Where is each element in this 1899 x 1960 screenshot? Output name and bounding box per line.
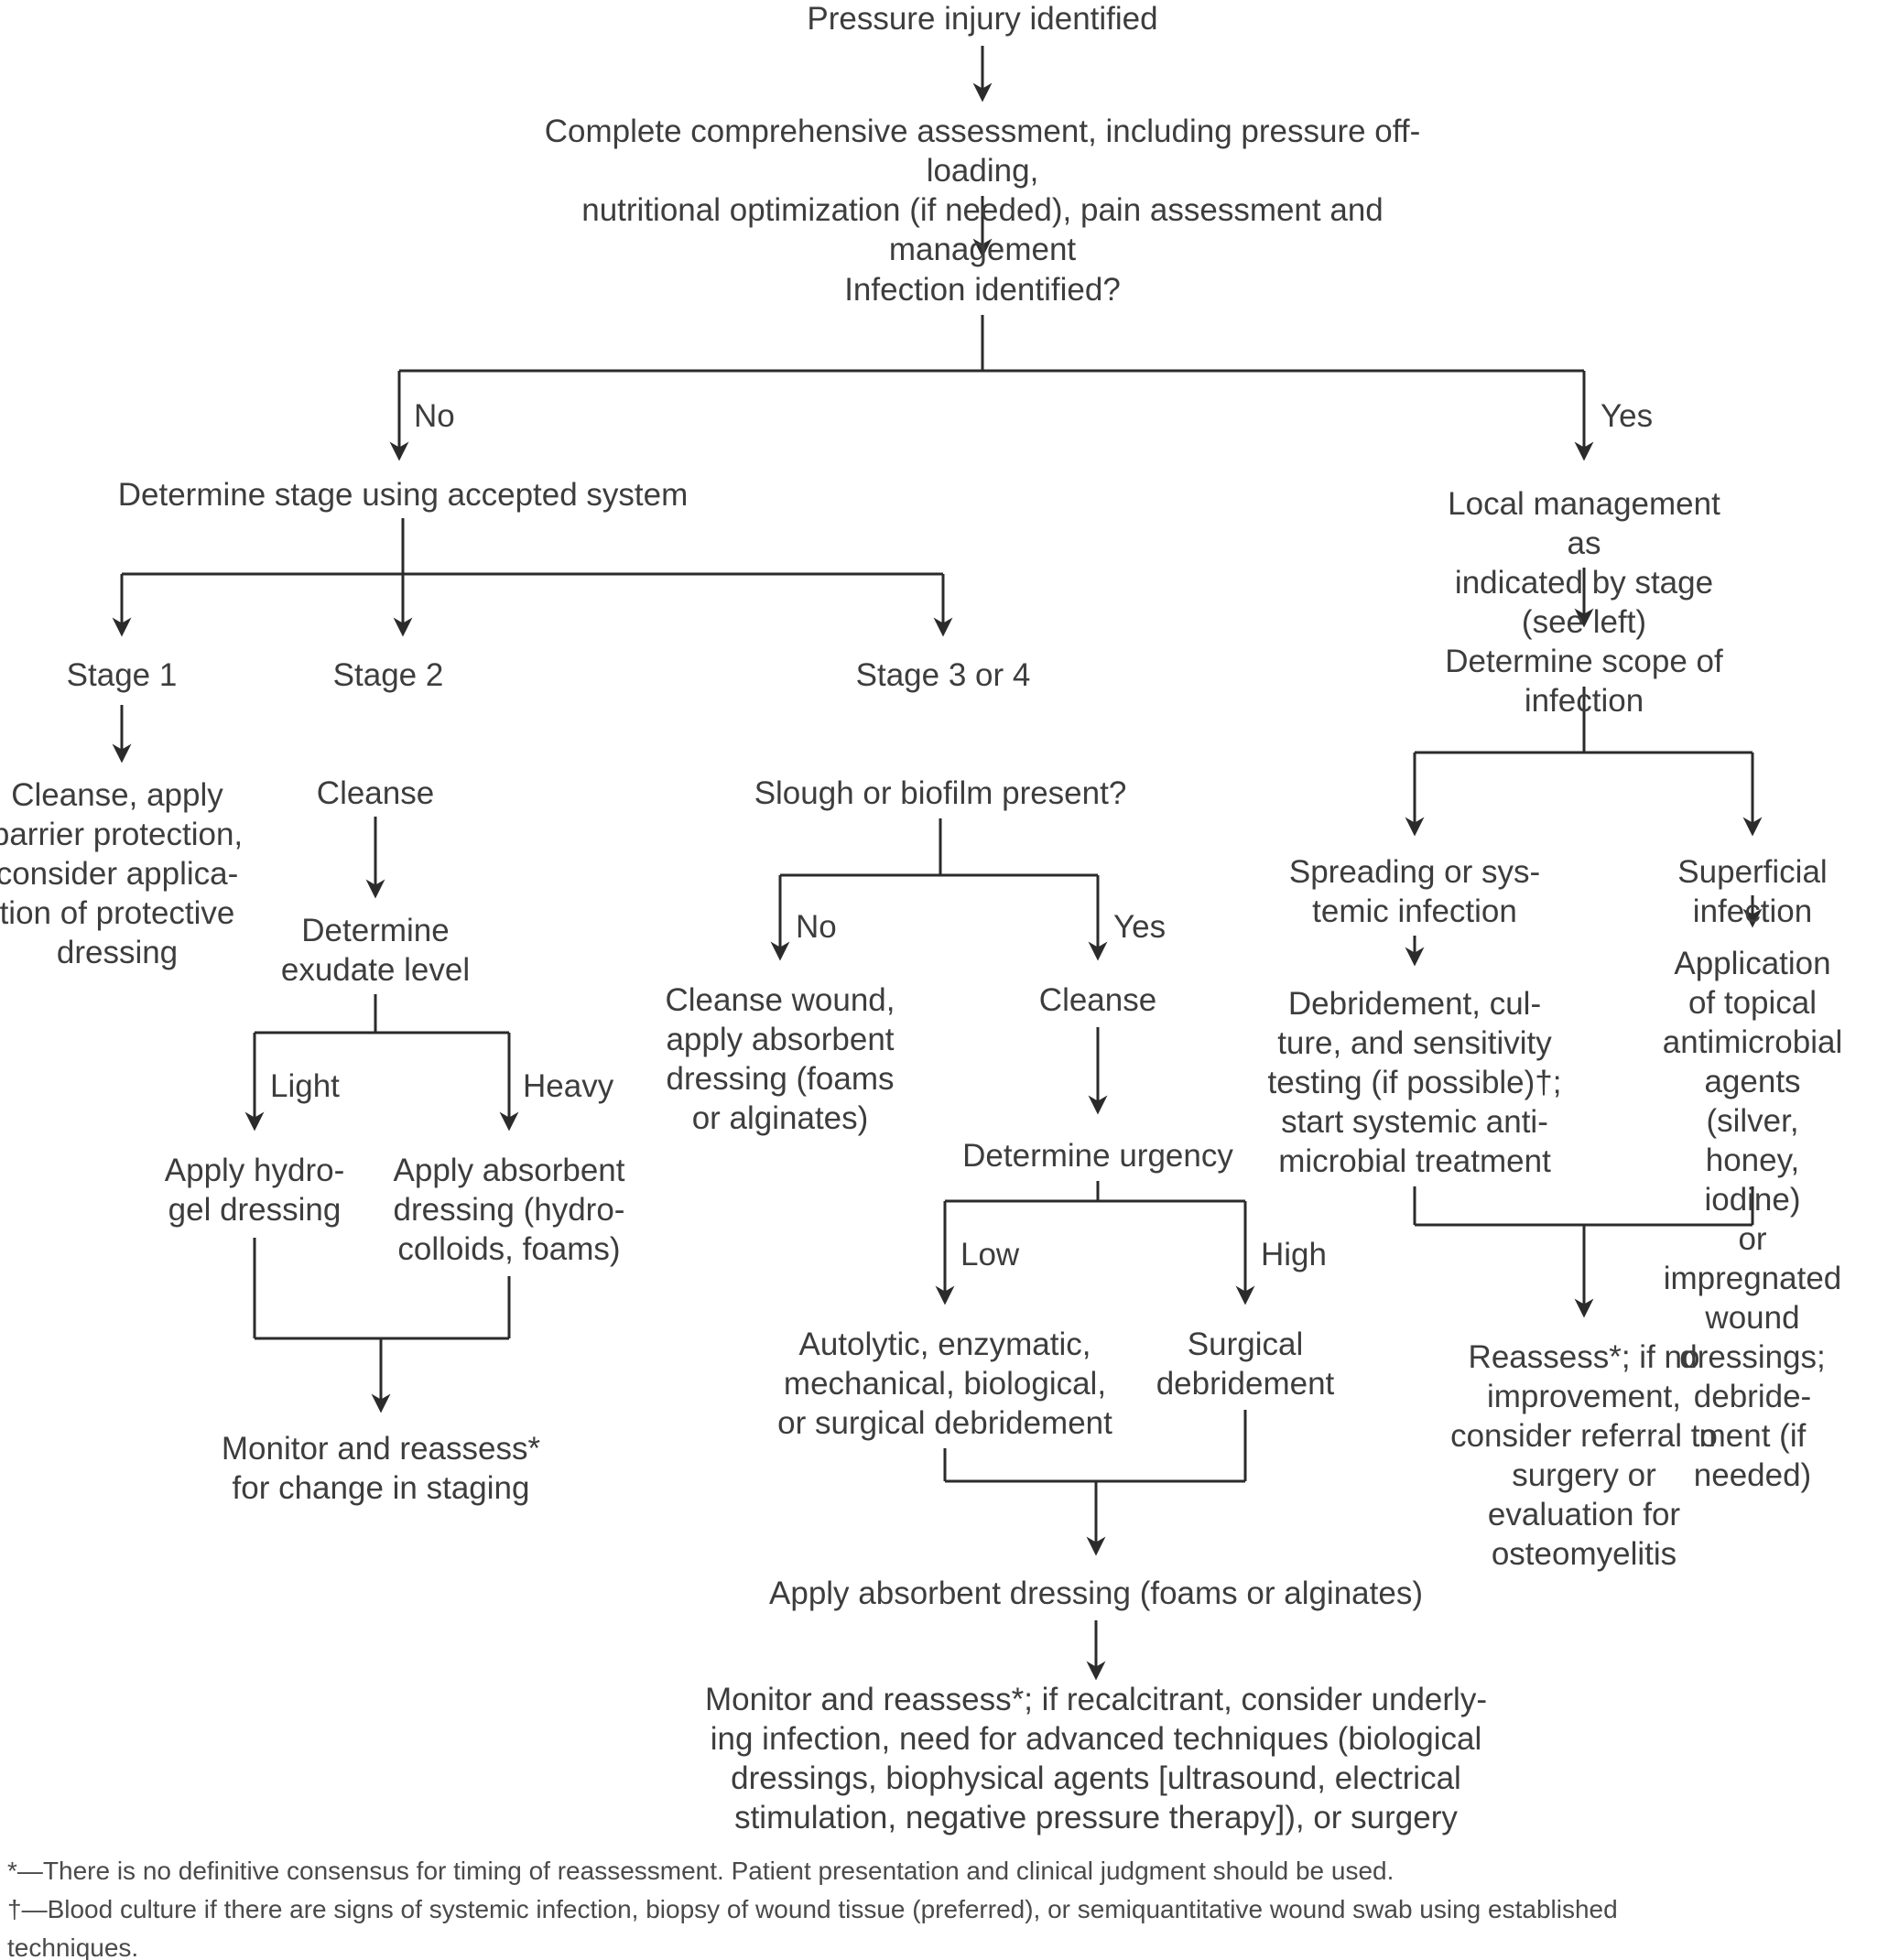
footnote-asterisk: *—There is no definitive consensus for t… [7,1857,1394,1885]
spreading-systemic-infection: Spreading or sys- temic infection [1288,853,1541,929]
reassess-osteomyelitis: Reassess*; if no improvement, consider r… [1450,1338,1718,1572]
label-low: Low [960,1236,1020,1272]
pressure-injury-identified: Pressure injury identified [807,0,1158,37]
label-high: High [1261,1236,1327,1272]
footnote-dagger: †—Blood culture if there are signs of sy… [7,1895,1618,1960]
infection-identified-question: Infection identified? [844,271,1121,308]
determine-exudate-level: Determine exudate level [280,912,471,988]
determine-scope-of-infection: Determine scope of infection [1445,643,1723,719]
apply-absorbent-foams: Apply absorbent dressing (foams or algin… [769,1575,1423,1611]
label-light: Light [270,1067,340,1104]
surgical-debridement: Surgical debridement [1156,1326,1335,1402]
slough-biofilm-question: Slough or biofilm present? [754,774,1127,811]
debridement-methods: Autolytic, enzymatic, mechanical, biolog… [777,1326,1112,1441]
label-heavy: Heavy [523,1067,614,1104]
apply-hydrogel-dressing: Apply hydro- gel dressing [164,1152,345,1228]
cleanse-wound-absorbent: Cleanse wound, apply absorbent dressing … [665,981,895,1136]
apply-absorbent-hydrocolloids: Apply absorbent dressing (hydro- colloid… [393,1152,625,1267]
determine-stage: Determine stage using accepted system [117,476,689,513]
superficial-infection: Superficial infection [1677,853,1828,929]
label-yes-infection: Yes [1601,397,1654,434]
label-no-slough: No [796,908,837,945]
label-no-infection: No [414,397,455,434]
local-management: Local management as indicated by stage (… [1448,485,1720,640]
debridement-culture-testing: Debridement, cul- ture, and sensitivity … [1267,985,1562,1179]
stage-2-label: Stage 2 [332,656,444,693]
stage-3-4-label: Stage 3 or 4 [855,656,1031,693]
stage-1-treatment: Cleanse, apply barrier protection, consi… [0,776,244,970]
monitor-reassess-staging: Monitor and reassess* for change in stag… [221,1430,541,1506]
stage-2-cleanse: Cleanse [316,774,435,811]
determine-urgency: Determine urgency [962,1137,1233,1174]
label-yes-slough: Yes [1113,908,1167,945]
comprehensive-assessment: Complete comprehensive assessment, inclu… [544,113,1421,267]
stage-1-label: Stage 1 [66,656,178,693]
monitor-reassess-recalcitrant: Monitor and reassess*; if recalcitrant, … [705,1681,1487,1835]
topical-antimicrobial-agents: Application of topical antimicrobial age… [1662,945,1843,1493]
cleanse-yes-slough: Cleanse [1038,981,1157,1018]
